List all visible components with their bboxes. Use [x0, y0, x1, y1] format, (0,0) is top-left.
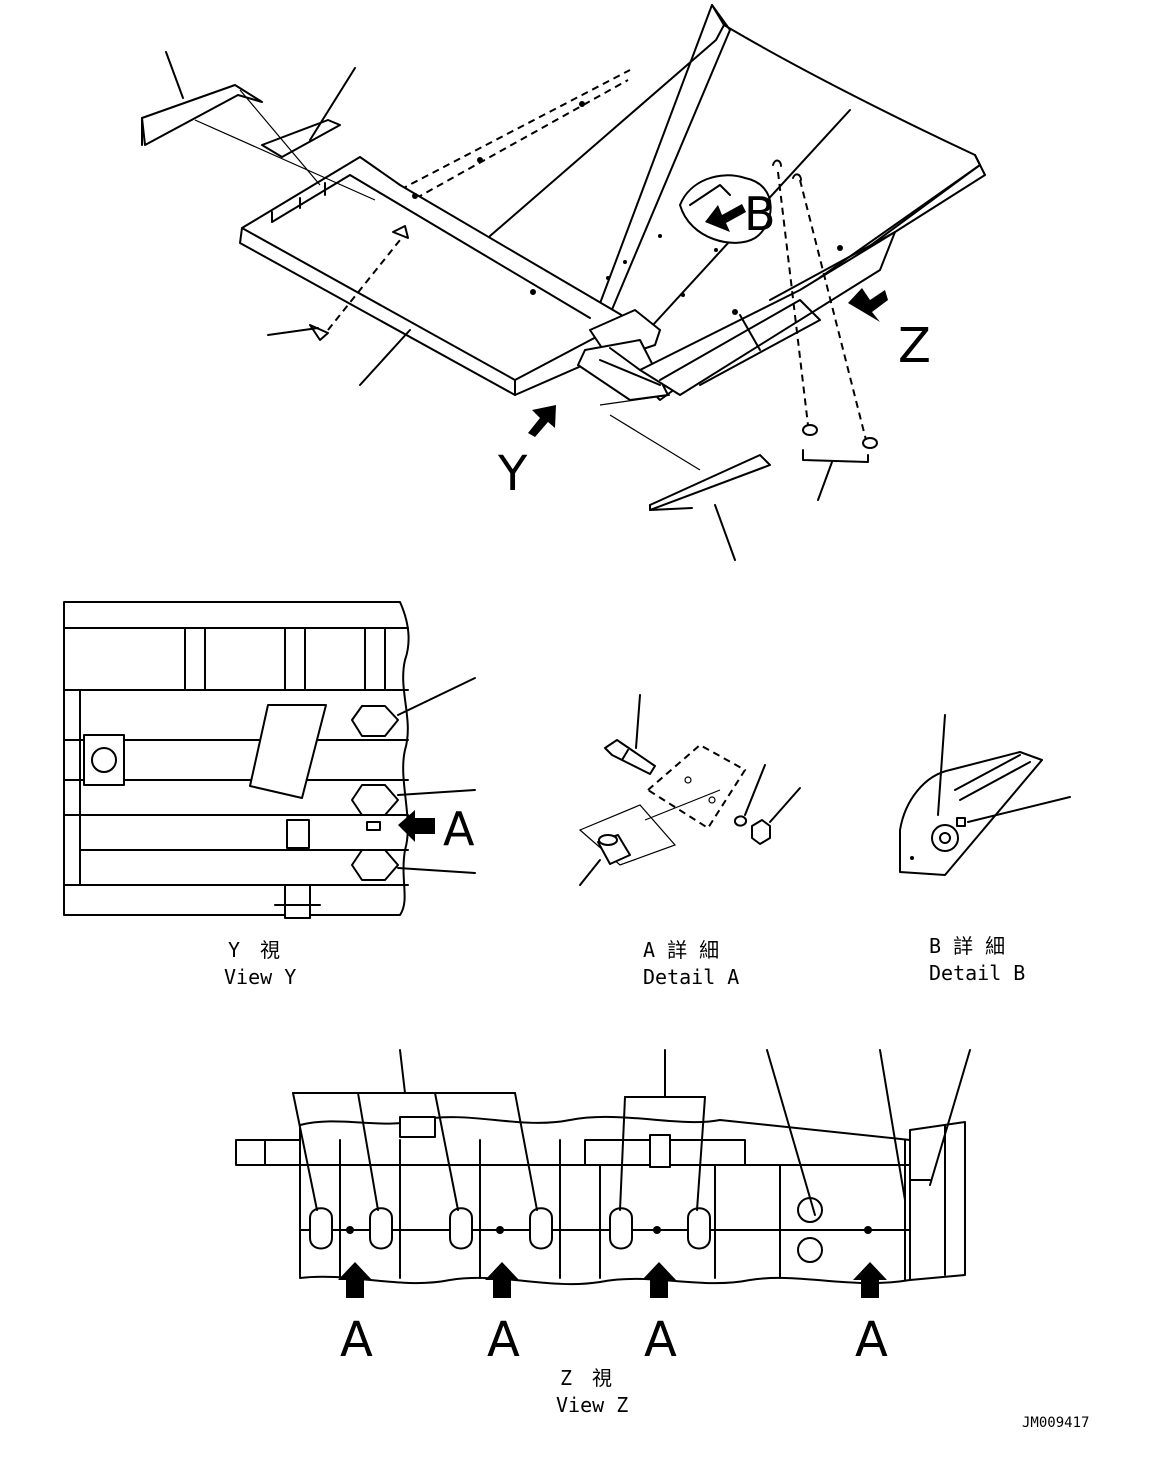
detail-a-caption-jp: A 詳 細 [643, 938, 719, 962]
arrow-z [848, 288, 888, 322]
oval-pad [309, 1207, 333, 1250]
main-isometric-view: B Z Y [141, 4, 986, 561]
oval-pad [687, 1207, 711, 1250]
detail-a: A 詳 細 Detail A [578, 694, 801, 989]
arrow-a [338, 1262, 372, 1298]
view-y: A Y 視 View Y [63, 601, 476, 989]
detail-b-caption-jp: B 詳 細 [929, 934, 1005, 958]
callout-a-z-1: A [340, 1312, 373, 1368]
detail-a-caption-en: Detail A [643, 965, 739, 989]
washer [862, 437, 878, 449]
arrow-a [853, 1262, 887, 1298]
callout-a-z-3: A [644, 1312, 677, 1368]
octagon-pad [351, 784, 399, 816]
oval-pad [529, 1207, 553, 1250]
view-y-caption-jp: Y 視 [228, 938, 280, 962]
view-z: A A A A Z 視 View Z [235, 1049, 971, 1417]
washer-detail-a [733, 815, 748, 827]
drawing-number: JM009417 [1022, 1415, 1089, 1431]
arrow-a [398, 810, 435, 842]
callout-z: Z [898, 318, 931, 374]
cover-plate-bottom [649, 454, 771, 511]
washer [802, 424, 818, 436]
arrow-y [528, 405, 556, 437]
cover-plate-top-left [141, 84, 263, 146]
callout-a-z-4: A [855, 1312, 888, 1368]
tilted-plate [249, 704, 327, 799]
diamond-part-upper [392, 225, 409, 239]
detail-b: B 詳 細 Detail B [899, 714, 1071, 985]
view-z-caption-en: View Z [556, 1393, 628, 1417]
view-z-caption-jp: Z 視 [560, 1366, 612, 1390]
view-y-caption-en: View Y [224, 965, 296, 989]
arrow-a [485, 1262, 519, 1298]
detail-b-caption-en: Detail B [929, 961, 1025, 985]
oval-pad [609, 1207, 633, 1250]
bolt [604, 739, 656, 775]
arrow-a [642, 1262, 676, 1298]
callout-a-view-y: A [443, 802, 475, 856]
diamond-part-left [309, 324, 329, 341]
detail-b-zone [679, 174, 772, 244]
arrow-b [705, 204, 746, 232]
oval-pad [369, 1207, 393, 1250]
callout-a-z-2: A [487, 1312, 520, 1368]
left-frame [239, 156, 631, 396]
oval-pad [449, 1207, 473, 1250]
octagon-pad [351, 705, 399, 737]
callout-b: B [744, 187, 776, 241]
pad-plate [261, 119, 341, 158]
octagon-pad [351, 849, 399, 881]
nut [751, 819, 771, 845]
callout-y: Y [497, 446, 528, 502]
